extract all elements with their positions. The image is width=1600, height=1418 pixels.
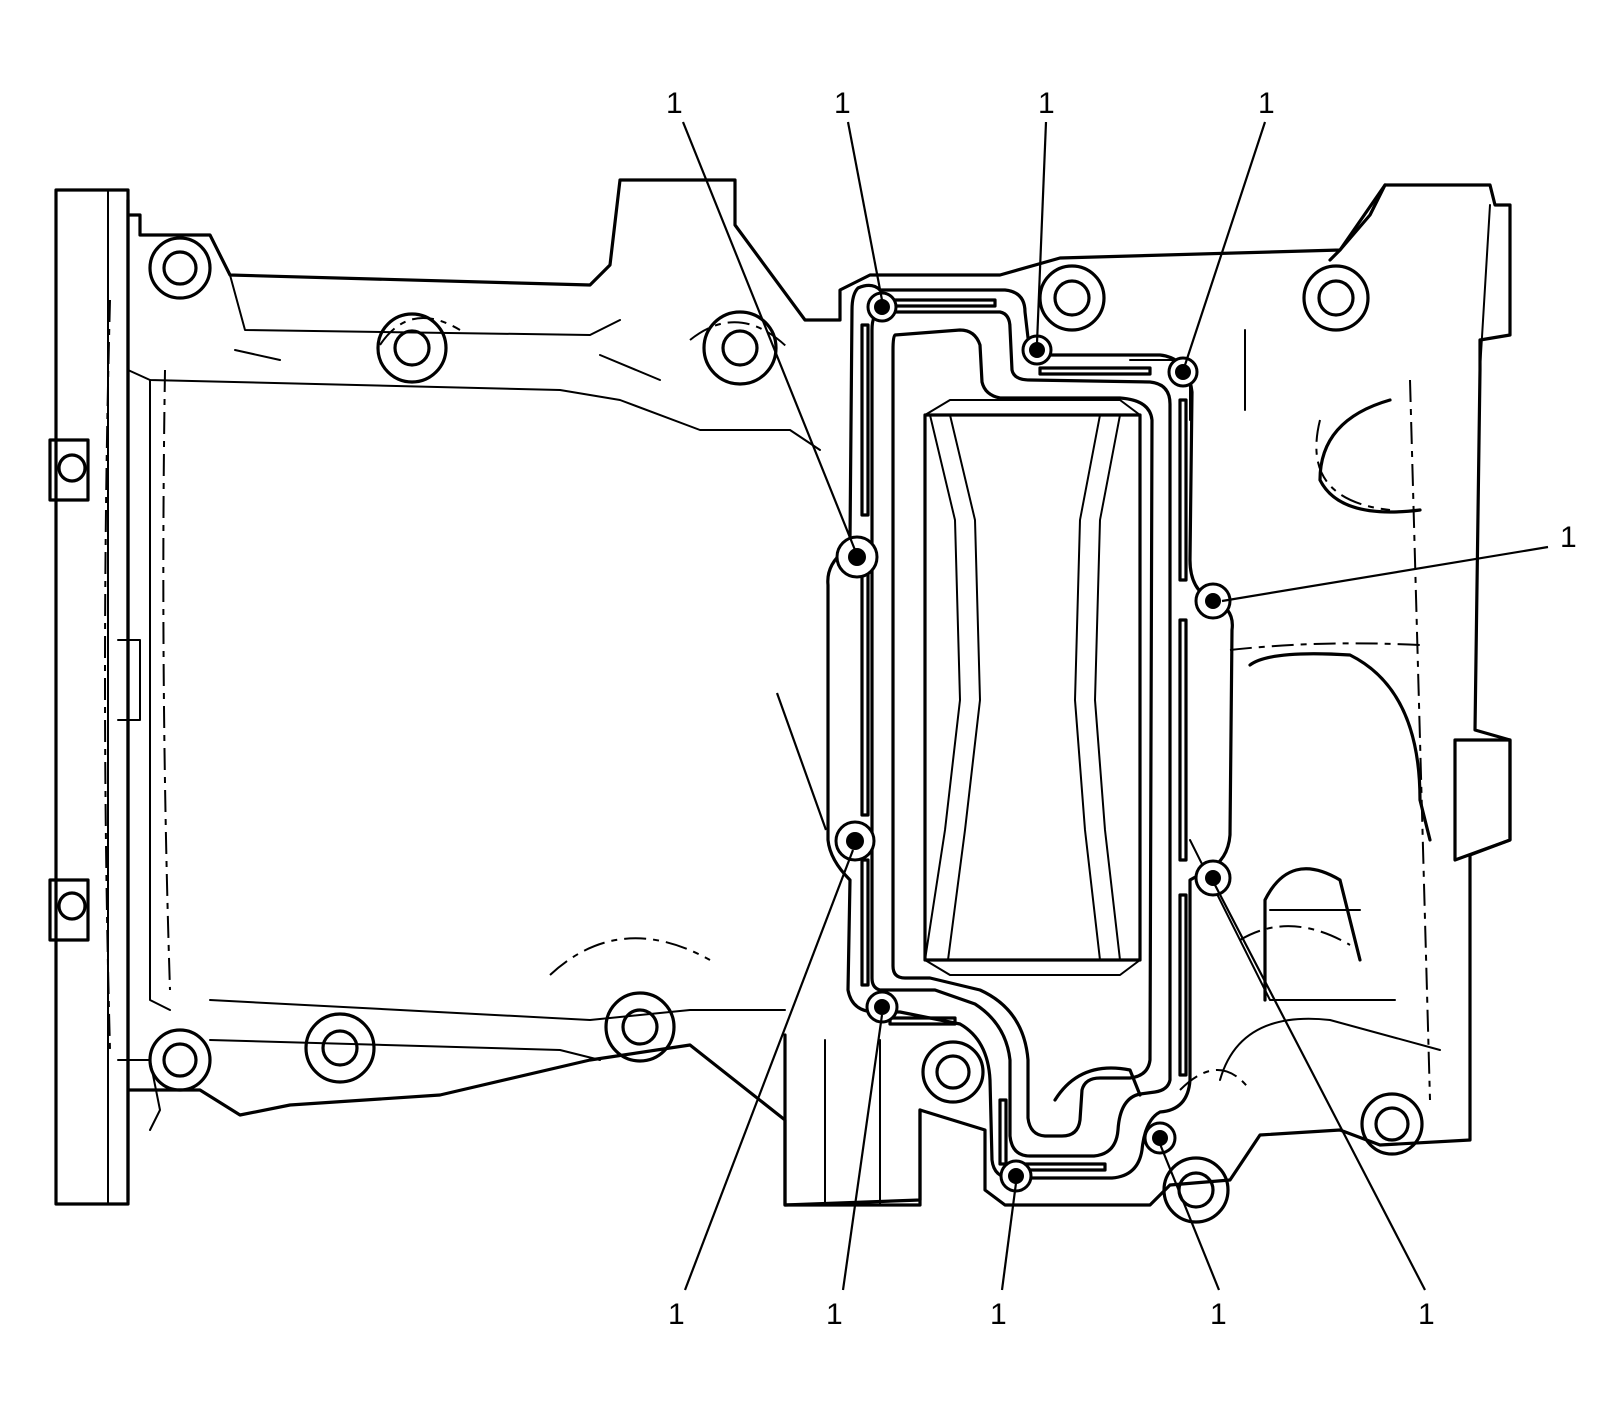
bolt-hole — [866, 291, 898, 323]
bolt-hole — [1143, 1121, 1177, 1155]
callout-label: 1 — [826, 1298, 843, 1331]
bolt-hole — [1167, 356, 1199, 388]
bolt-hole — [865, 990, 899, 1024]
lower-center-block — [783, 1033, 1142, 1207]
callout-label: 1 — [1560, 521, 1577, 554]
bolt-hole — [1194, 859, 1232, 897]
right-casting-features — [1129, 183, 1512, 1081]
gasket-channel — [826, 283, 1234, 1180]
callout-label: 1 — [1038, 87, 1055, 120]
left-bolt-bosses — [148, 236, 985, 1104]
hidden-contours — [104, 299, 1431, 1101]
right-bolt-bosses — [1038, 264, 1424, 1224]
callout-label: 1 — [666, 87, 683, 120]
bolt-hole — [835, 535, 879, 579]
callout-label: 1 — [834, 87, 851, 120]
callout-label: 1 — [1258, 87, 1275, 120]
leader-lines — [681, 121, 1549, 1291]
bolt-holes — [834, 291, 1232, 1193]
callout-labels: 1 1 1 1 1 1 1 1 1 1 — [666, 87, 1577, 1331]
callout-label: 1 — [990, 1298, 1007, 1331]
bolt-hole — [1194, 582, 1232, 620]
left-flange — [48, 188, 130, 1206]
callout-label: 1 — [1418, 1298, 1435, 1331]
callout-label: 1 — [668, 1298, 685, 1331]
bolt-hole — [834, 820, 876, 862]
callout-label: 1 — [1210, 1298, 1227, 1331]
